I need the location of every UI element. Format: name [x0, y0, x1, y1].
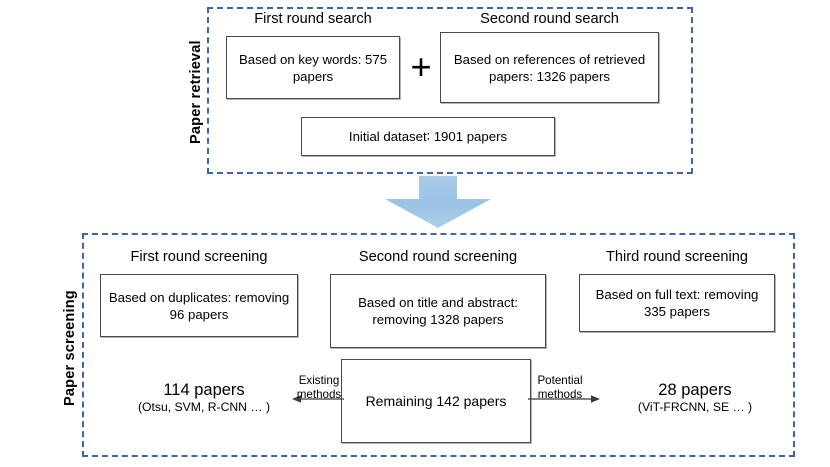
existing-methods-arrow-icon	[292, 395, 344, 403]
first-round-search-caption: First round search	[254, 11, 372, 27]
potential-methods-label-line1: Potential	[537, 374, 583, 387]
first-round-screening-box: Based on duplicates: removing 96 papers	[100, 274, 298, 337]
second-round-screening-box: Based on title and abstract: removing 13…	[330, 274, 546, 348]
potential-methods-arrow-icon	[528, 395, 600, 403]
third-round-screening-caption: Third round screening	[606, 249, 748, 265]
existing-methods-label-line2: methods	[296, 388, 342, 401]
potential-methods-result-examples: (ViT-FRCNN, SE … )	[637, 400, 753, 414]
down-arrow-icon	[385, 176, 491, 228]
potential-methods-result-count: 28 papers	[658, 381, 732, 399]
first-round-search-box: Based on key words: 575 papers	[226, 36, 400, 99]
potential-methods-result: 28 papers (ViT-FRCNN, SE … )	[600, 380, 790, 415]
paper-screening-group	[82, 233, 795, 457]
second-round-search-box: Based on references of retrieved papers:…	[440, 32, 659, 103]
third-round-screening-box: Based on full text: removing 335 papers	[579, 274, 775, 332]
paper-retrieval-section-label: Paper retrieval	[188, 40, 204, 144]
second-round-screening-caption: Second round screening	[358, 249, 518, 265]
second-round-search-caption: Second round search	[480, 11, 619, 27]
remaining-papers-box: Remaining 142 papers	[341, 359, 531, 443]
first-round-screening-caption: First round screening	[130, 249, 268, 265]
initial-dataset-box: Initial dataset∶ 1901 papers	[301, 117, 555, 156]
existing-methods-result-count: 114 papers	[163, 381, 245, 399]
plus-operator-icon: +	[410, 46, 432, 87]
existing-methods-label-line1: Existing	[298, 374, 340, 387]
paper-screening-section-label: Paper screening	[62, 290, 78, 406]
potential-methods-label: Potential methods	[527, 374, 593, 402]
existing-methods-label: Existing methods	[286, 374, 352, 402]
paper-retrieval-group	[207, 7, 693, 174]
potential-methods-label-line2: methods	[537, 388, 583, 401]
existing-methods-result-examples: (Otsu, SVM, R-CNN … )	[137, 400, 271, 414]
existing-methods-result: 114 papers (Otsu, SVM, R-CNN … )	[104, 380, 304, 415]
